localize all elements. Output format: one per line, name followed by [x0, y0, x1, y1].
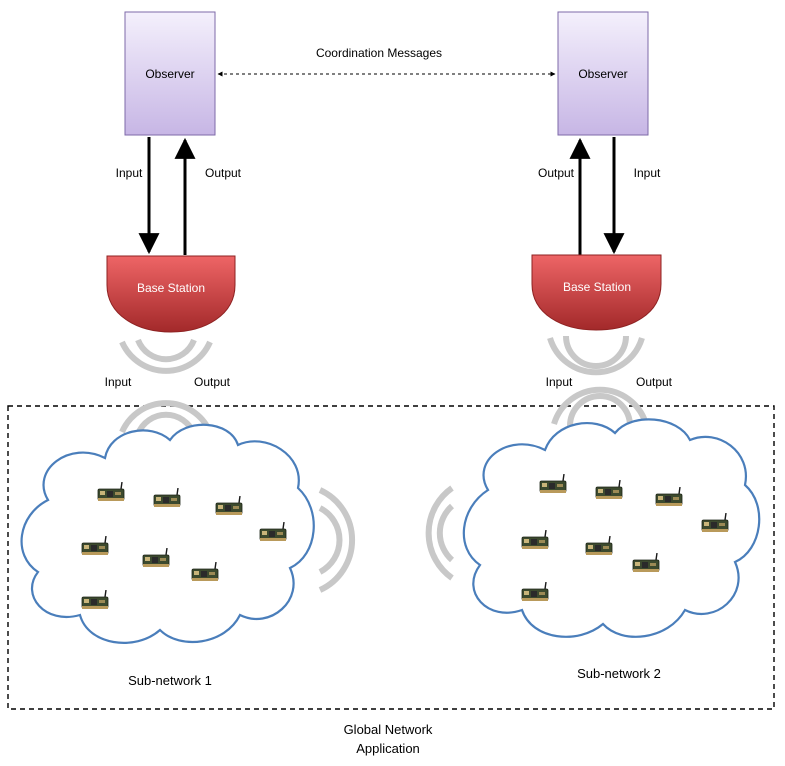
- right-output-label: Output: [538, 166, 575, 180]
- base-station-left[interactable]: Base Station: [106, 255, 236, 333]
- observer-right[interactable]: Observer: [557, 11, 649, 136]
- right-wireless-output-label: Output: [636, 375, 673, 389]
- global-label-line2: Application: [356, 741, 420, 756]
- coordination-label: Coordination Messages: [316, 46, 442, 60]
- right-input-label: Input: [634, 166, 661, 180]
- subnetwork-1-label: Sub-network 1: [128, 673, 212, 688]
- global-label-line1: Global Network: [344, 722, 433, 737]
- base-station-right-label: Base Station: [563, 280, 631, 294]
- cloud-icon: [20, 423, 315, 644]
- left-input-label: Input: [116, 166, 143, 180]
- observer-left[interactable]: Observer: [124, 11, 216, 136]
- right-wireless-input-label: Input: [546, 375, 573, 389]
- left-wireless-output-label: Output: [194, 375, 231, 389]
- cloud-icon: [462, 418, 761, 638]
- observer-left-label: Observer: [145, 67, 194, 81]
- observer-right-label: Observer: [578, 67, 627, 81]
- left-output-label: Output: [205, 166, 242, 180]
- left-wireless-input-label: Input: [105, 375, 132, 389]
- base-station-left-label: Base Station: [137, 281, 205, 295]
- base-station-right[interactable]: Base Station: [531, 254, 662, 331]
- wireless-signal-icon: [547, 335, 649, 427]
- wireless-signal-icon: [318, 485, 455, 593]
- global-network-boundary: [7, 405, 775, 710]
- subnetwork-2-label: Sub-network 2: [577, 666, 661, 681]
